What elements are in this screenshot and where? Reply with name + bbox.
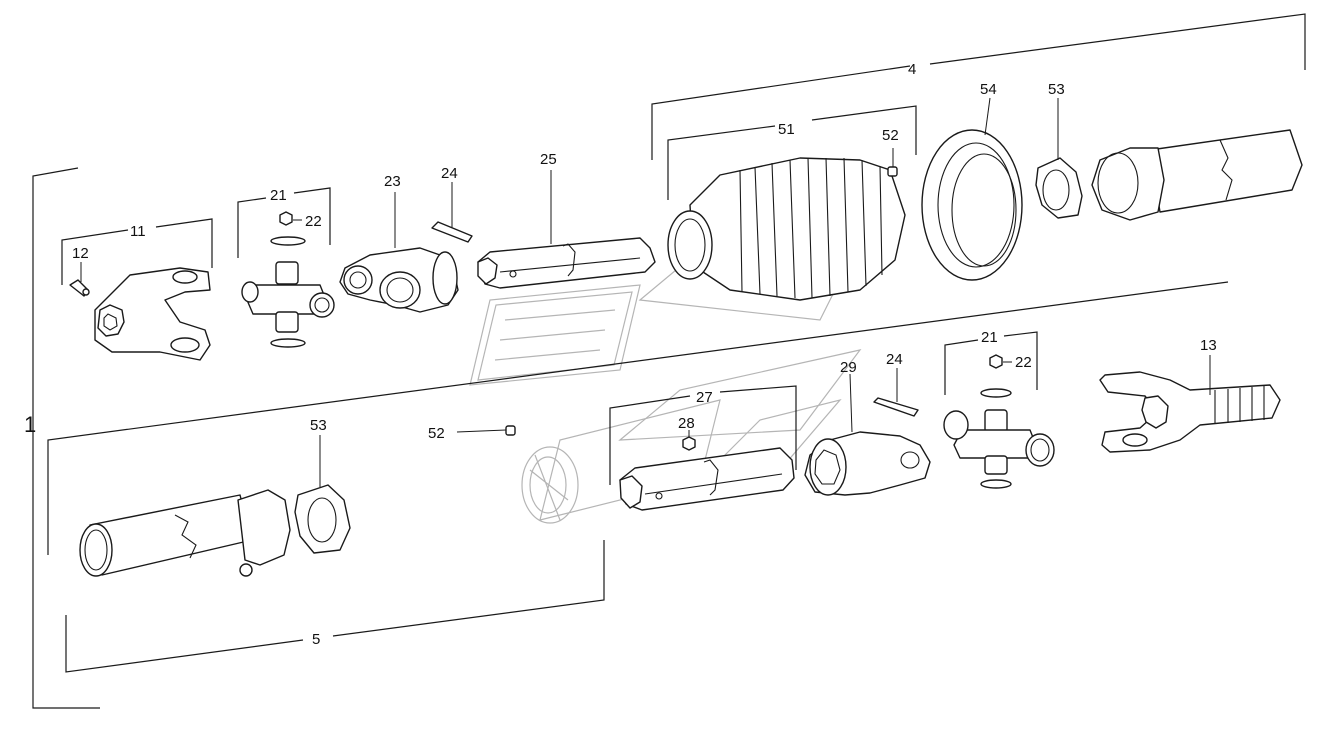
pin-part-12 xyxy=(69,262,90,297)
bearing-ring-faint-lower xyxy=(521,446,579,524)
label-ring-lower: 53 xyxy=(310,417,327,434)
label-screw-upper: 52 xyxy=(882,127,899,144)
bracket-guard-51 xyxy=(667,105,917,200)
bearing-ring-part-54 xyxy=(921,97,1023,281)
bracket-profile-27 xyxy=(609,385,797,485)
label-spring-pin-lower: 24 xyxy=(886,351,903,368)
retaining-ring-part-53-lower xyxy=(294,435,351,554)
bracket-cross-21-upper xyxy=(237,187,331,258)
label-spring-pin-upper: 24 xyxy=(441,165,458,182)
label-yoke-upper: 11 xyxy=(130,223,146,240)
screw-part-52-lower xyxy=(456,425,516,436)
label-profile-tube-upper: 25 xyxy=(540,151,557,168)
bracket-lower-shaft-5 xyxy=(47,281,1229,673)
inner-yoke-part-29 xyxy=(804,373,931,496)
grease-nipple-part-28 xyxy=(682,430,696,451)
label-bearing-ring: 54 xyxy=(980,81,997,98)
spring-pin-part-24-upper xyxy=(431,182,473,243)
label-yoke-lower: 13 xyxy=(1200,337,1217,354)
label-profile-tube-lower: 27 xyxy=(696,389,713,406)
label-screw-lower: 52 xyxy=(428,425,445,442)
bracket-assembly-1 xyxy=(32,167,100,709)
label-inner-yoke-lower: 29 xyxy=(840,359,857,376)
universal-cross-part-21-upper xyxy=(241,236,335,348)
bracket-cross-21-lower xyxy=(944,331,1038,395)
grease-nipple-part-22-upper xyxy=(279,211,302,226)
universal-cross-part-21-lower xyxy=(943,388,1055,489)
grease-nipple-part-22-lower xyxy=(989,354,1012,369)
label-guard-cone: 51 xyxy=(778,121,795,138)
label-grease-lower: 28 xyxy=(678,415,695,432)
outer-tube-upper xyxy=(1091,129,1303,221)
label-lower-shaft: 5 xyxy=(312,631,320,648)
outer-tube-lower xyxy=(79,489,291,577)
label-pin-upper: 12 xyxy=(72,245,89,262)
label-inner-yoke: 23 xyxy=(384,173,401,190)
guard-cone-part-51 xyxy=(667,157,906,301)
label-assembly: 1 xyxy=(24,412,36,437)
label-grease-upper: 22 xyxy=(305,213,322,230)
profile-tube-part-25 xyxy=(477,170,656,289)
yoke-part-11 xyxy=(94,267,211,361)
label-grease-lower-b: 22 xyxy=(1015,354,1032,371)
yoke-part-13 xyxy=(1099,355,1281,453)
screw-part-52-upper xyxy=(887,148,898,177)
label-ring-upper: 53 xyxy=(1048,81,1065,98)
bracket-yoke-11 xyxy=(61,218,213,285)
spring-pin-part-24-lower xyxy=(873,368,919,417)
inner-yoke-part-23 xyxy=(339,192,459,313)
label-cross-lower: 21 xyxy=(981,329,998,346)
profile-tube-part-27 xyxy=(619,447,795,511)
label-upper-shaft: 4 xyxy=(908,61,916,78)
retaining-ring-part-53-upper xyxy=(1035,98,1083,219)
bracket-upper-shaft-4 xyxy=(651,13,1306,160)
callout-labels: 1 4 5 11 12 13 21 22 23 24 25 27 28 29 2… xyxy=(24,61,1217,648)
label-cross-upper: 21 xyxy=(270,187,287,204)
